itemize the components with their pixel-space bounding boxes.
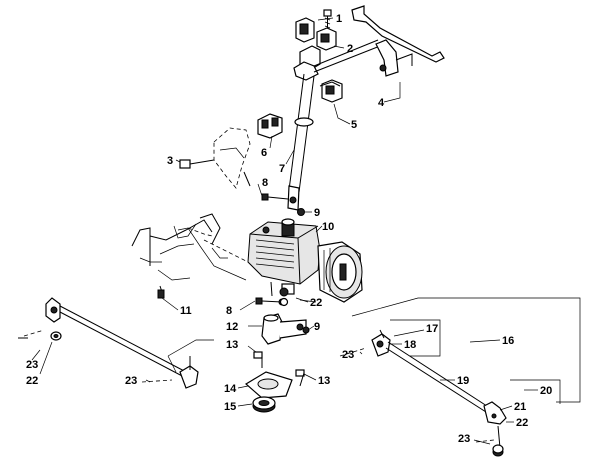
mount-bracket-part-4 — [351, 5, 445, 77]
callout-22-left: 22 — [26, 375, 38, 387]
callout-23-left: 23 — [26, 359, 38, 371]
handlebar-clamp-part-2 — [295, 17, 337, 51]
callout-9-lower: 9 — [314, 321, 320, 333]
frame-outline — [131, 213, 249, 299]
callout-13-right: 13 — [318, 375, 330, 387]
callout-12: 12 — [226, 321, 238, 333]
callout-14: 14 — [224, 383, 237, 395]
nut-part-9-upper — [297, 208, 305, 216]
callout-13-left: 13 — [226, 339, 238, 351]
bearing-plate-part-14 — [244, 371, 293, 399]
callout-22-center: 22 — [310, 297, 322, 309]
guard-plate — [179, 127, 251, 189]
callout-23-center: 23 — [125, 375, 137, 387]
lower-clamp-part-6 — [257, 113, 283, 139]
callout-23-right-upper: 23 — [342, 349, 354, 361]
callout-23-right-lower: 23 — [458, 433, 470, 445]
callout-8-lower: 8 — [226, 305, 232, 317]
callout-22-right: 22 — [516, 417, 528, 429]
left-tie-rod-assembly — [18, 297, 199, 389]
callout-2: 2 — [347, 43, 353, 55]
callout-19: 19 — [457, 375, 469, 387]
cooling-fins — [255, 239, 295, 269]
callout-3: 3 — [167, 155, 173, 167]
callout-7: 7 — [279, 163, 285, 175]
callout-6: 6 — [261, 147, 267, 159]
power-steering-unit-part-10 — [247, 218, 363, 303]
bolt-part-8-upper — [261, 193, 289, 201]
clamp-block-part-5 — [319, 81, 341, 87]
callout-15: 15 — [224, 401, 236, 413]
steering-column-group — [179, 5, 445, 216]
bracket-assembly — [293, 39, 381, 103]
right-tie-rod-assembly — [339, 329, 507, 457]
callout-5: 5 — [351, 119, 357, 131]
callout-1: 1 — [336, 13, 342, 25]
callout-4: 4 — [378, 97, 385, 109]
callout-10: 10 — [322, 221, 334, 233]
callout-8-upper: 8 — [262, 177, 268, 189]
callout-9-upper: 9 — [314, 207, 320, 219]
leader-lines — [31, 17, 538, 445]
callout-labels: 1 2 3 4 5 6 7 8 9 10 11 8 22 12 9 13 13 … — [26, 13, 552, 445]
callout-11: 11 — [180, 305, 192, 317]
callout-18: 18 — [404, 339, 416, 351]
steering-shaft-part-7 — [287, 73, 315, 211]
callout-16: 16 — [502, 335, 514, 347]
grouping-lines — [167, 227, 581, 404]
pitman-arm-assembly — [253, 281, 310, 387]
callout-17: 17 — [426, 323, 438, 335]
seal-part-15 — [252, 396, 276, 413]
callout-20: 20 — [540, 385, 552, 397]
callout-21: 21 — [514, 401, 526, 413]
